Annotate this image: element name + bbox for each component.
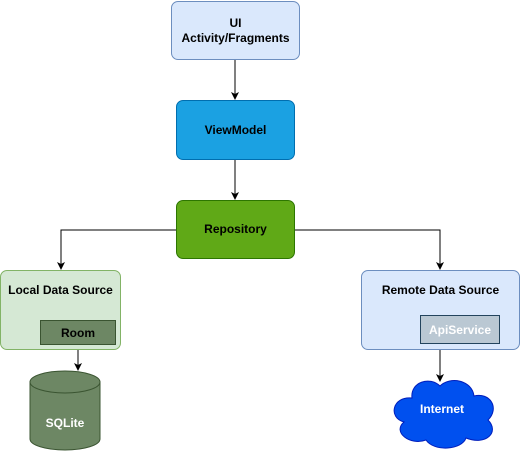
ui-node-subtitle: Activity/Fragments <box>181 30 290 45</box>
remote-data-source-label: Remote Data Source <box>381 283 500 297</box>
internet-label: Internet <box>419 402 464 416</box>
ui-activity-fragments-node: UI Activity/Fragments <box>171 1 300 60</box>
sqlite-cylinder-shape <box>29 370 101 451</box>
repository-label: Repository <box>204 222 267 236</box>
room-box: Room <box>40 320 116 345</box>
internet-cloud-shape <box>393 380 494 449</box>
viewmodel-node: ViewModel <box>176 100 295 160</box>
sqlite-label: SQLite <box>45 416 85 430</box>
repository-node: Repository <box>176 200 295 259</box>
room-label: Room <box>61 325 95 340</box>
edge-repository-to-local <box>57 229 176 270</box>
ui-node-title: UI <box>229 15 242 30</box>
edge-repository-to-remote <box>295 229 444 270</box>
api-service-label: ApiService <box>428 322 492 337</box>
local-data-source-label: Local Data Source <box>8 283 113 297</box>
viewmodel-label: ViewModel <box>204 122 267 137</box>
api-service-box: ApiService <box>420 315 500 344</box>
